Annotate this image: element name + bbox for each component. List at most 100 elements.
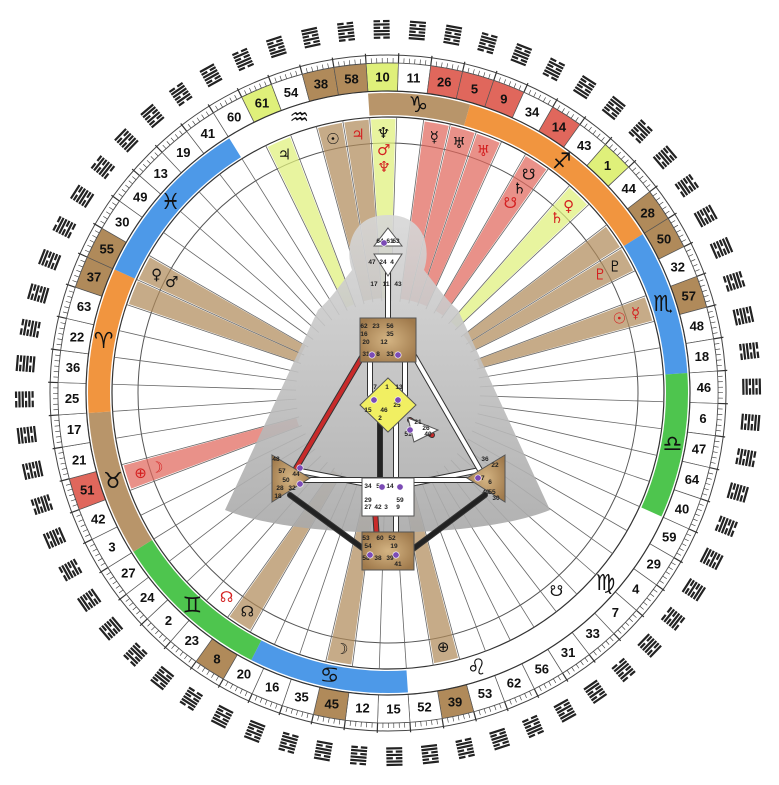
tick-mark	[349, 720, 351, 726]
head-gate-number: 61	[386, 238, 394, 245]
hexagram-icon	[674, 173, 700, 198]
tick-mark	[593, 651, 597, 656]
hexagram-icon	[16, 425, 37, 444]
root-gate-number: 60	[376, 535, 384, 542]
gate-number: 63	[77, 299, 91, 314]
zodiac-sagittarius-icon: ♐	[552, 150, 572, 175]
tick-mark	[197, 664, 201, 669]
heart-gate-number: 51	[404, 431, 412, 438]
gate-number: 1	[604, 158, 611, 173]
tick-mark	[254, 695, 258, 701]
activation-wedge	[468, 249, 634, 351]
throat-gate-number: 31	[362, 351, 370, 358]
hexagram-icon	[337, 21, 356, 42]
tick-mark	[692, 518, 698, 522]
tick-mark	[688, 528, 699, 534]
gate-number: 19	[176, 145, 190, 160]
head-gate-number: 63	[392, 238, 400, 245]
tick-mark	[679, 547, 684, 551]
spoke-line	[198, 191, 326, 327]
tick-mark	[275, 703, 278, 709]
root-gate-number: 58	[362, 555, 370, 562]
hexagram-icon	[652, 145, 678, 170]
planet-glyph-icon: ♂	[377, 141, 390, 159]
tick-mark	[166, 141, 171, 146]
tick-mark	[131, 168, 141, 177]
tick-mark	[78, 519, 84, 522]
activation-wedge	[123, 418, 299, 489]
spoke-line	[180, 210, 320, 333]
tick-mark	[709, 316, 715, 319]
tick-mark	[290, 72, 293, 78]
zodiac-taurus-icon: ♉	[103, 469, 123, 494]
tick-mark	[436, 719, 438, 725]
tick-mark	[547, 99, 551, 105]
gate-activation-marker	[296, 480, 304, 488]
hexagram-icon	[14, 391, 34, 408]
hexagram-icon	[637, 633, 662, 658]
hexagram-icon	[489, 727, 511, 751]
tick-mark	[234, 686, 238, 692]
hexagram-icon	[98, 616, 124, 641]
tick-mark	[64, 306, 70, 309]
tick-mark	[700, 284, 706, 287]
tick-mark	[264, 81, 267, 87]
sacral-gate-number: 5	[376, 483, 380, 490]
gate-activation-marker	[474, 474, 482, 482]
tick-mark	[646, 184, 651, 188]
gate-number: 6	[699, 411, 706, 426]
sacral-gate-number: 29	[364, 497, 372, 504]
heart-gate-number: 40	[424, 431, 432, 438]
tick-mark	[77, 252, 88, 258]
planet-glyph-icon: ☿	[631, 304, 640, 322]
hexagram-icon	[69, 184, 95, 209]
throat-gate-number: 33	[386, 351, 394, 358]
gate-number: 35	[294, 689, 308, 704]
gate-number: 36	[66, 360, 80, 375]
hexagram-icon	[742, 378, 762, 395]
activation-wedge	[450, 187, 587, 328]
tick-mark	[55, 354, 61, 356]
hexagram-icon	[179, 686, 204, 712]
gate-number: 39	[448, 694, 462, 709]
spoke-line	[441, 168, 549, 319]
tick-mark	[706, 304, 717, 308]
spleen-gate-number: 50	[282, 477, 290, 484]
planet-glyph-icon: ☋	[522, 165, 535, 183]
sacral-gate-number: 3	[384, 504, 388, 511]
tick-mark	[584, 657, 589, 663]
gate-number: 12	[355, 700, 369, 715]
tick-mark	[665, 571, 670, 575]
tick-mark	[519, 695, 522, 701]
tick-mark	[106, 211, 111, 215]
zodiac-band	[641, 373, 688, 517]
hexagram-icon	[38, 248, 62, 271]
tick-mark	[483, 708, 486, 714]
hexagram-icon	[693, 204, 718, 228]
tick-mark	[211, 673, 215, 678]
spoke-line	[476, 320, 655, 370]
hexagram-icon	[231, 47, 255, 72]
tick-mark	[87, 244, 93, 248]
tick-mark	[327, 63, 329, 69]
gate-number: 21	[72, 453, 86, 468]
zodiac-gemini-icon: ♊	[183, 593, 203, 618]
zodiac-inner-circle	[111, 116, 665, 670]
hexagram-icon	[210, 704, 234, 729]
gate-number: 15	[386, 701, 400, 716]
solar-plexus-gate-number: 55	[488, 489, 496, 496]
tick-mark	[76, 269, 82, 273]
spoke-line	[219, 173, 333, 321]
tick-mark	[254, 85, 257, 91]
tick-mark	[364, 53, 367, 64]
spoke-line	[163, 232, 314, 340]
tick-mark	[236, 87, 243, 98]
hexagram-icon	[140, 103, 165, 129]
solar-plexus-gate-number: 36	[481, 456, 489, 463]
spoke-line	[114, 356, 297, 382]
zodiac-band	[88, 411, 153, 552]
spoke-line	[454, 203, 590, 331]
tick-mark	[85, 534, 90, 537]
tick-mark	[686, 533, 692, 537]
tick-mark	[489, 706, 492, 712]
